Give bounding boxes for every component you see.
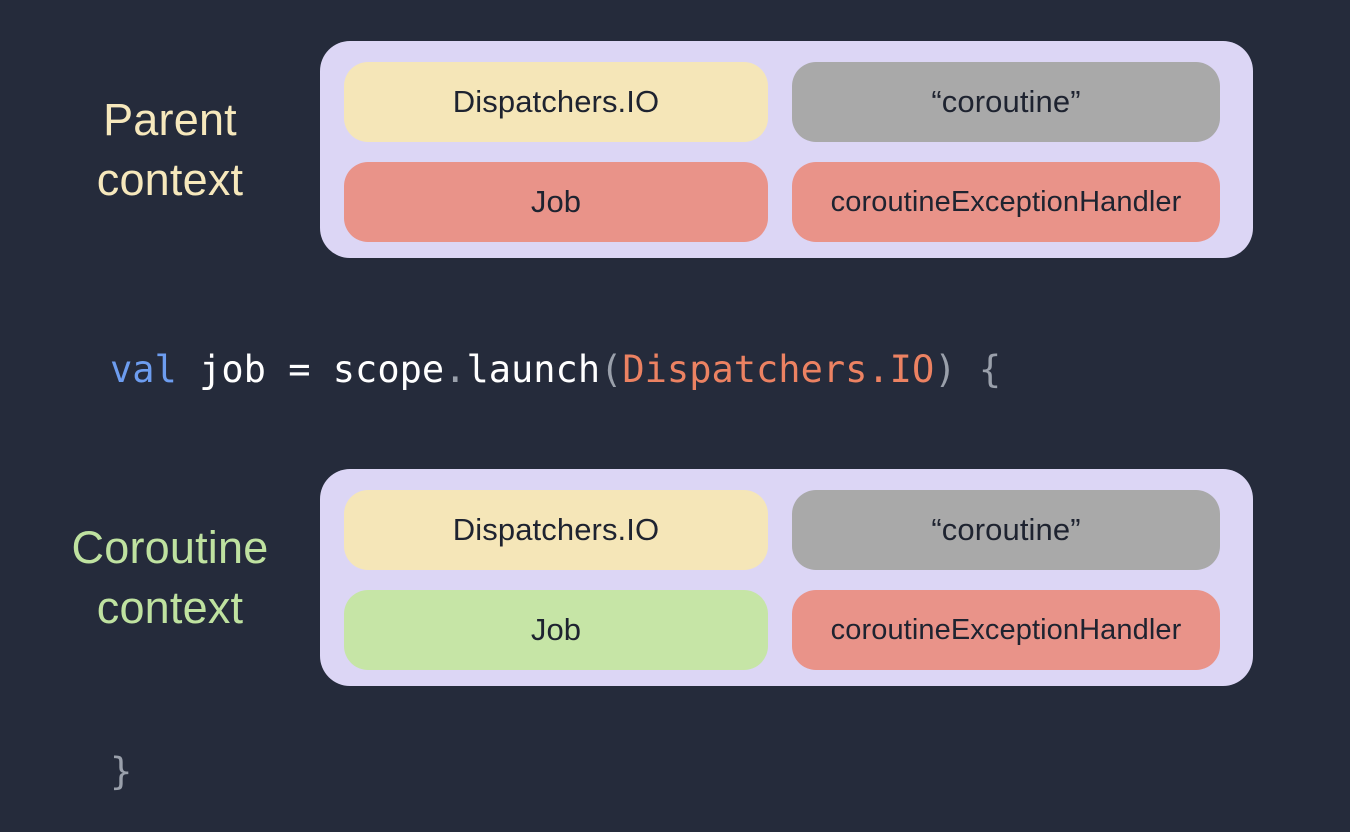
code-line-closing-brace: }: [110, 750, 132, 793]
code-token-space-1: [177, 348, 199, 391]
parent-chip-job: Job: [344, 162, 768, 242]
code-token-launch: launch: [466, 348, 601, 391]
parent-chip-dispatcher: Dispatchers.IO: [344, 62, 768, 142]
coroutine-context-group: Coroutine context Dispatchers.IO “corout…: [20, 469, 1253, 686]
code-token-dot: .: [444, 348, 467, 391]
coroutine-context-row-1: Dispatchers.IO “coroutine”: [344, 490, 1231, 570]
code-token-job-var: job: [199, 348, 266, 391]
code-token-dispatchers-io: Dispatchers.IO: [622, 348, 935, 391]
parent-chip-exception-handler: coroutineExceptionHandler: [792, 162, 1220, 242]
parent-context-row-2: Job coroutineExceptionHandler: [344, 162, 1231, 242]
code-token-paren-open: (: [600, 348, 623, 391]
parent-context-label-line2: context: [96, 153, 244, 205]
coroutine-chip-job: Job: [344, 590, 768, 670]
parent-context-label: Parent context: [20, 90, 320, 209]
code-token-paren-close: ): [934, 348, 957, 391]
parent-context-card: Dispatchers.IO “coroutine” Job coroutine…: [320, 41, 1253, 258]
coroutine-context-card: Dispatchers.IO “coroutine” Job coroutine…: [320, 469, 1253, 686]
coroutine-chip-dispatcher: Dispatchers.IO: [344, 490, 768, 570]
code-token-brace-close: }: [110, 750, 133, 793]
parent-context-row-1: Dispatchers.IO “coroutine”: [344, 62, 1231, 142]
code-token-space-2: [957, 348, 979, 391]
parent-chip-coroutine-name: “coroutine”: [792, 62, 1220, 142]
code-line-launch: val job = scope.launch(Dispatchers.IO) {: [110, 348, 1001, 391]
coroutine-context-row-2: Job coroutineExceptionHandler: [344, 590, 1231, 670]
coroutine-context-label-line2: context: [96, 581, 244, 633]
code-token-assign: =: [265, 348, 333, 391]
coroutine-context-label-line1: Coroutine: [71, 522, 269, 574]
coroutine-chip-exception-handler: coroutineExceptionHandler: [792, 590, 1220, 670]
code-token-brace-open: {: [978, 348, 1002, 391]
code-token-scope: scope: [332, 348, 445, 391]
parent-context-label-line1: Parent: [103, 94, 237, 146]
code-token-val: val: [110, 348, 177, 391]
coroutine-context-label: Coroutine context: [20, 518, 320, 637]
coroutine-chip-coroutine-name: “coroutine”: [792, 490, 1220, 570]
parent-context-group: Parent context Dispatchers.IO “coroutine…: [20, 41, 1253, 258]
